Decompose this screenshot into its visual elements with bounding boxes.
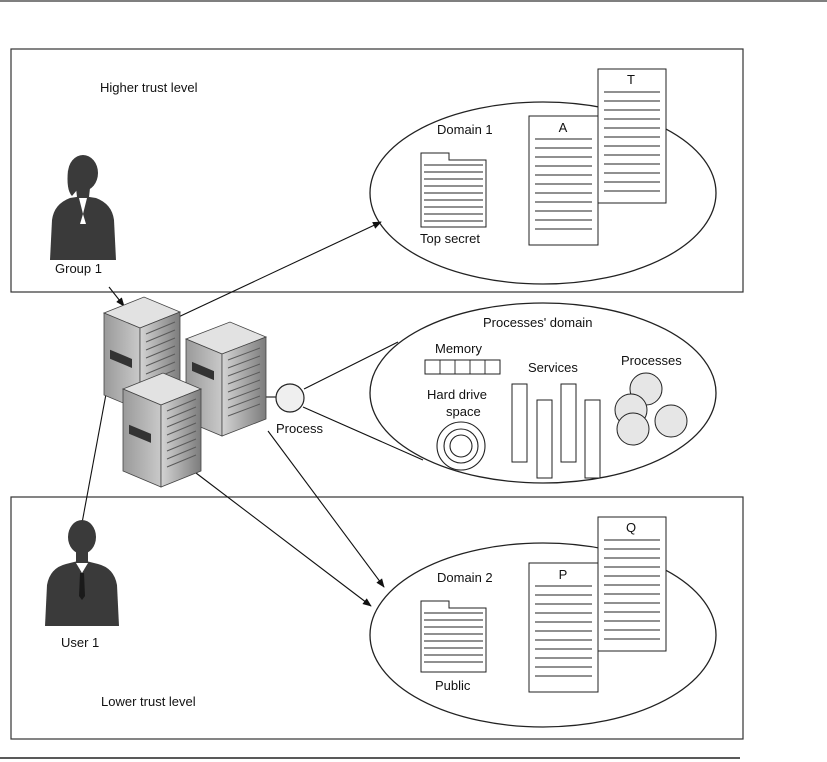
document-a-icon bbox=[528, 115, 599, 246]
document-a-letter: A bbox=[559, 120, 568, 135]
top-secret-label: Top secret bbox=[420, 231, 480, 246]
hard-drive-label-line2: space bbox=[446, 404, 481, 419]
higher-trust-label: Higher trust level bbox=[100, 80, 198, 95]
document-p-letter: P bbox=[559, 567, 568, 582]
woman-silhouette-icon bbox=[50, 155, 116, 260]
domain1-title: Domain 1 bbox=[437, 122, 493, 137]
public-folder-icon bbox=[420, 600, 487, 673]
arrow-server-to-domain2-b bbox=[267, 430, 385, 588]
document-t-letter: T bbox=[627, 72, 635, 87]
processes-label: Processes bbox=[621, 353, 682, 368]
services-bars-icon bbox=[511, 383, 601, 479]
hard-drive-disk-icon bbox=[436, 421, 486, 471]
services-label: Services bbox=[528, 360, 578, 375]
line-process-to-domain-upper bbox=[303, 341, 399, 390]
lower-trust-label: Lower trust level bbox=[101, 694, 196, 709]
processes-domain-title: Processes' domain bbox=[483, 315, 592, 330]
document-q-letter: Q bbox=[626, 520, 636, 535]
memory-cells-icon bbox=[424, 359, 501, 375]
process-label: Process bbox=[276, 421, 323, 436]
arrow-server-to-domain1 bbox=[171, 221, 382, 321]
document-p-icon bbox=[528, 562, 599, 693]
server-cluster-icon bbox=[102, 296, 268, 488]
line-process-to-domain-lower bbox=[302, 406, 424, 461]
memory-label: Memory bbox=[435, 341, 482, 356]
domain2-title: Domain 2 bbox=[437, 570, 493, 585]
arrow-group-to-server bbox=[108, 286, 125, 307]
document-q-icon bbox=[597, 516, 667, 652]
processes-circles-icon bbox=[614, 372, 688, 446]
process-node bbox=[275, 383, 305, 413]
arrow-user-to-server bbox=[81, 377, 112, 524]
top-secret-folder-icon bbox=[420, 152, 487, 228]
user-label: User 1 bbox=[61, 635, 99, 650]
document-t-icon bbox=[597, 68, 667, 204]
group-label: Group 1 bbox=[55, 261, 102, 276]
hard-drive-label-line1: Hard drive bbox=[427, 387, 487, 402]
public-label: Public bbox=[435, 678, 471, 693]
man-silhouette-icon bbox=[45, 520, 119, 626]
arrow-server-to-domain2-a bbox=[195, 472, 372, 607]
